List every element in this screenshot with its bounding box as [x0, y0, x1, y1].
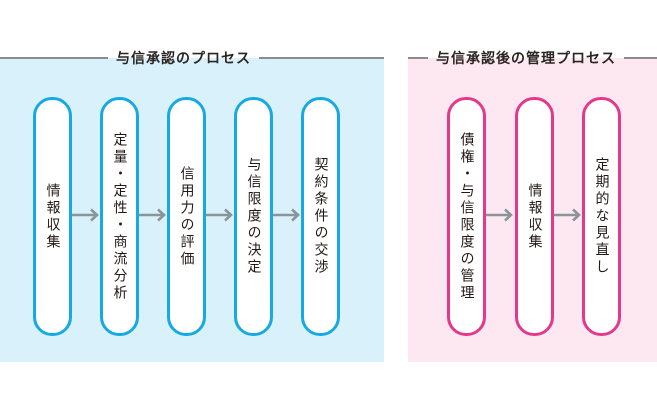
- arrow-right-icon: [554, 208, 582, 222]
- approval-step-3: 信用力の評価: [167, 97, 206, 336]
- approval-step-5: 契約条件の交渉: [301, 97, 340, 336]
- step-label: 情報収集: [44, 182, 61, 251]
- arrow-right-icon: [206, 208, 234, 222]
- step-label: 契約条件の交渉: [312, 157, 329, 276]
- arrow-right-icon: [139, 208, 167, 222]
- post-approval-process-title: 与信承認後の管理プロセス: [436, 51, 616, 67]
- approval-step-4: 与信限度の決定: [234, 97, 273, 336]
- post-approval-process-header: 与信承認後の管理プロセス: [408, 48, 657, 68]
- step-label: 信用力の評価: [178, 165, 195, 268]
- step-label: 定期的な見直し: [593, 157, 610, 276]
- title-rule-right: [624, 57, 657, 59]
- approval-process-header: 与信承認のプロセス: [0, 48, 384, 68]
- step-label: 定量・定性・商流分析: [111, 131, 128, 302]
- step-label: 与信限度の決定: [245, 157, 262, 276]
- approval-step-2: 定量・定性・商流分析: [100, 97, 139, 336]
- post-approval-step-1: 債権・与信限度の管理: [447, 97, 486, 336]
- arrow-right-icon: [273, 208, 301, 222]
- title-rule-right: [259, 57, 384, 59]
- title-rule-left: [408, 57, 428, 59]
- post-approval-step-2: 情報収集: [515, 97, 554, 336]
- step-label: 情報収集: [526, 182, 543, 251]
- approval-process-title: 与信承認のプロセス: [116, 51, 251, 67]
- arrow-right-icon: [72, 208, 100, 222]
- approval-step-1: 情報収集: [33, 97, 72, 336]
- arrow-right-icon: [486, 208, 514, 222]
- title-rule-left: [0, 57, 108, 59]
- post-approval-step-3: 定期的な見直し: [582, 97, 621, 336]
- step-label: 債権・与信限度の管理: [458, 131, 475, 302]
